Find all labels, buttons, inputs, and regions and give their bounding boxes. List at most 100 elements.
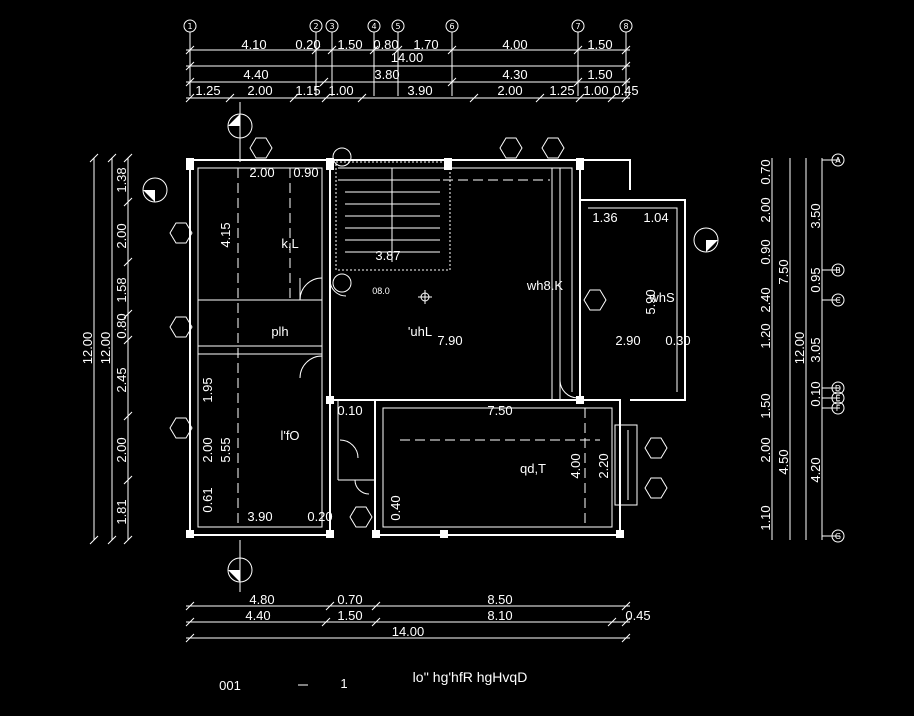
section-marker-right-fill [706,240,718,252]
top-dim-3-5: 3.90 [407,83,432,98]
grid-bubble-B-label: B [835,266,841,275]
grid-bubble-E-label: E [835,394,840,403]
top-dim-3-2: 2.00 [247,83,272,98]
inner-dim-2: 0.90 [293,165,318,180]
room-label-hall: 'uhL [408,324,432,339]
north-east-wall [580,159,631,190]
top-dim-3-8: 1.00 [583,83,608,98]
level-marker-cross [418,290,432,304]
hexagon-tags [169,137,668,528]
inner-dim-8: 1.36 [592,210,617,225]
left-dim-inner-5: 2.45 [114,367,129,392]
top-dim-2-4: 1.50 [587,67,612,82]
top-dimension-lines: 4.10 0.20 1.50 0.80 1.70 4.00 1.50 14.00… [185,37,639,103]
bottom-dim-1-3: 8.50 [487,592,512,607]
door-toilet [354,479,370,495]
hex-tag-7 [349,506,373,528]
grid-bubble-D-label: D [835,384,841,393]
circle-tag-1 [332,147,352,167]
bottom-dim-2-1: 4.40 [245,608,270,623]
center-lines [237,168,600,527]
inner-dim-1: 2.00 [249,165,274,180]
bottom-dim-1-2: 0.70 [337,592,362,607]
top-grid-bubbles: 1 2 3 4 5 6 7 8 [183,19,633,96]
bottom-dimension-lines: 4.80 0.70 8.50 4.40 1.50 8.10 0.45 14.00 [185,592,651,643]
section-marker-left-fill [143,190,155,202]
right-dim-inner-4: 0.95 [808,267,823,292]
hex-tag-4 [249,137,273,159]
room-label-kitchen: k,L [281,236,298,251]
left-dim-inner-3: 1.58 [114,277,129,302]
right-dimension-lines: 12.00 3.50 7.50 4.50 4.20 0.70 2.00 0.90… [758,153,845,543]
right-dim-inner-1: 0.70 [758,159,773,184]
inner-dim-10: 4.15 [218,222,233,247]
grid-bubble-B [831,263,845,277]
right-dim-lines [771,158,823,540]
left-dim-outer-2: 12.00 [98,332,113,365]
inner-dim-23: wh8.K [526,278,563,293]
section-marker-bottom-fill [228,570,240,582]
right-dim-outer-1: 12.00 [792,332,807,365]
grid-bubble-G-label: G [835,532,841,541]
hex-tag-3 [169,417,193,439]
west-partitions [198,299,322,355]
circle-tag-2 [332,273,352,293]
inner-dim-11: 5.55 [218,437,233,462]
top-dim-3-9: 0.45 [613,83,638,98]
inner-dim-17: 0.40 [388,495,403,520]
grid-leader-lines-top [189,32,627,96]
inner-dimensions: 2.00 0.90 3.87 7.90 7.50 2.90 0.30 1.36 … [200,165,691,524]
top-dim-3-3: 1.15 [295,83,320,98]
structural-columns [186,158,624,538]
top-dim-1-4: 0.80 [373,37,398,52]
scale-number: 001 [219,678,241,693]
room-label-bath: plh [271,324,288,339]
inner-dim-13: 0.20 [307,509,332,524]
window-bay-lines [619,430,629,500]
grid-bubble-3-label: 3 [329,22,334,31]
section-markers [142,102,719,592]
bottom-dim-ticks [185,601,631,643]
drawing-caption: lo'' hg'hfR hgHvqD [413,669,528,685]
top-dim-2-1: 4.40 [243,67,268,82]
grid-bubble-D [831,381,845,395]
left-dim-outer-1: 12.00 [80,332,95,365]
living-block-inner [382,407,613,528]
living-block-outline [374,399,621,536]
door-corridor [339,439,359,459]
inner-dim-9: 1.04 [643,210,668,225]
hex-tag-2 [169,316,193,338]
left-dim-inner-7: 1.81 [114,499,129,524]
grid-bubble-2-label: 2 [313,22,318,31]
right-dim-inner-8: 0.10 [808,381,823,406]
inner-dim-4: 7.90 [437,333,462,348]
hex-tag-5 [499,137,523,159]
right-dim-inner-11: 1.10 [758,505,773,530]
grid-bubble-1-label: 1 [187,22,192,31]
grid-bubble-G [831,529,845,543]
room-label-living: qd,T [520,461,546,476]
grid-bubble-A-label: A [835,156,841,165]
bottom-dim-2-3: 8.10 [487,608,512,623]
grid-bubble-7-label: 7 [575,22,580,31]
right-dim-inner-10: 2.00 [758,437,773,462]
top-dim-lines [186,49,630,99]
right-dim-inner-5: 2.40 [758,287,773,312]
scale-one: 1 [340,676,347,691]
top-dim-1-7: 1.50 [587,37,612,52]
bottom-dim-1-1: 4.80 [249,592,274,607]
top-dim-1-5: 1.70 [413,37,438,52]
left-dim-ticks [89,153,133,545]
stair-outline [335,161,451,271]
top-dim-3-1: 1.25 [195,83,220,98]
grid-bubble-F [831,401,845,415]
building-walls [186,158,686,538]
center-block-inner [338,167,573,392]
inner-dim-14: 5.90 [643,289,658,314]
grid-bubble-4-label: 4 [371,22,376,31]
hex-tag-10 [644,477,668,499]
left-dim-inner-2: 2.00 [114,223,129,248]
room-label-bedroom: l'fO [280,428,299,443]
right-grid-leaders [822,159,840,537]
